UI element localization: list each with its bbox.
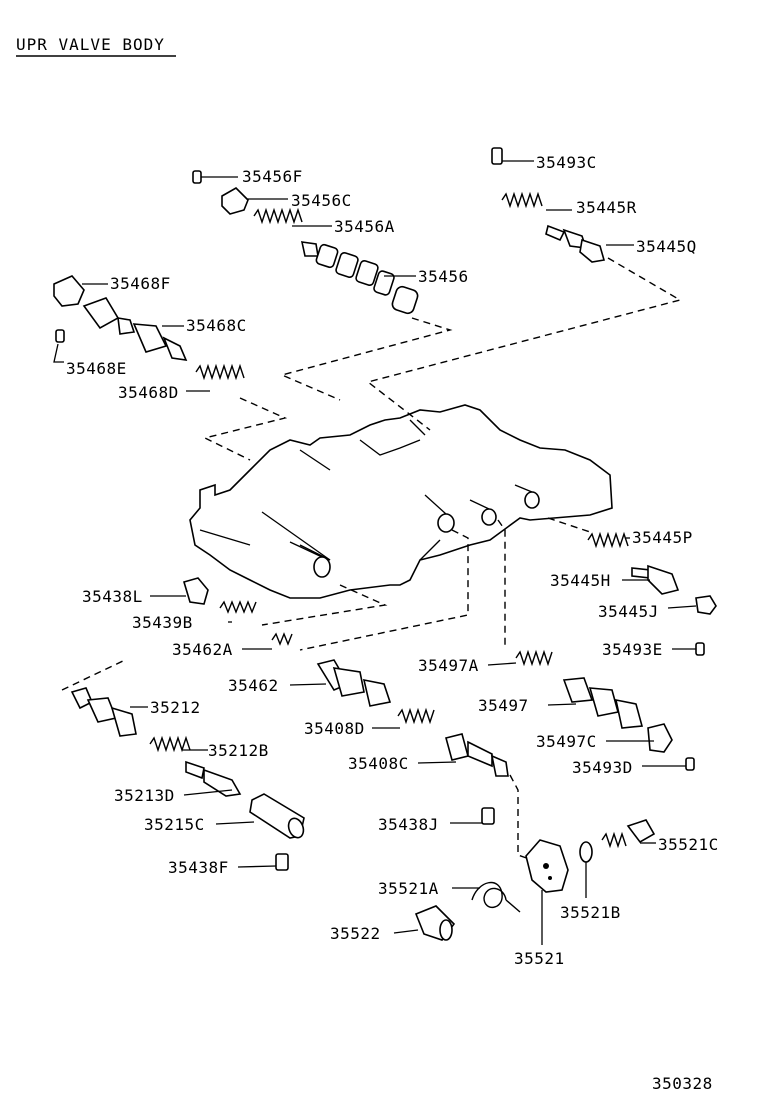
valve-assembly-35468 xyxy=(53,275,245,392)
label-35212: 35212 xyxy=(150,698,201,717)
part-35521B-icon xyxy=(579,841,593,863)
label-35462: 35462 xyxy=(228,676,279,695)
lever-assembly-35521 xyxy=(393,807,656,945)
label-35468F: 35468F xyxy=(110,274,171,293)
part-35445P-icon xyxy=(587,531,629,549)
label-35215C: 35215C xyxy=(144,815,205,834)
label-35456A: 35456A xyxy=(334,217,395,236)
part-35468D-icon xyxy=(195,363,245,381)
valve-assembly-35445 xyxy=(491,147,634,263)
label-35456F: 35456F xyxy=(242,167,303,186)
part-35521A-icon xyxy=(471,882,521,913)
label-35445J: 35445J xyxy=(598,602,659,621)
part-35521C-icon xyxy=(601,819,656,849)
valve-assembly-35456 xyxy=(192,170,419,315)
label-35493C: 35493C xyxy=(536,153,597,172)
label-35493D: 35493D xyxy=(572,758,633,777)
label-35445H: 35445H xyxy=(550,571,611,590)
part-35468E-icon xyxy=(55,329,65,343)
assembly-guide-lines xyxy=(61,257,682,861)
part-35468C-icon xyxy=(82,297,188,361)
label-35497A: 35497A xyxy=(418,656,479,675)
part-35408D-icon xyxy=(397,707,435,725)
part-35213D-icon xyxy=(185,760,242,797)
part-35212-icon xyxy=(70,687,137,737)
part-35439B-icon xyxy=(219,600,257,614)
drawing-number: 350328 xyxy=(652,1074,713,1093)
part-35493E-icon xyxy=(695,642,705,656)
label-35445R: 35445R xyxy=(576,198,637,217)
upper-valve-body-casting xyxy=(189,404,613,599)
label-35497C: 35497C xyxy=(536,732,597,751)
valve-assembly-35212 xyxy=(70,687,305,871)
valve-assembly-35445P xyxy=(587,531,717,656)
part-35438J-icon xyxy=(481,807,495,825)
label-35521A: 35521A xyxy=(378,879,439,898)
label-35439B: 35439B xyxy=(132,613,193,632)
label-35212B: 35212B xyxy=(208,741,269,760)
part-35438F-icon xyxy=(275,853,289,871)
label-35468D: 35468D xyxy=(118,383,179,402)
label-35521: 35521 xyxy=(514,949,565,968)
part-number-labels: 35456F 35456C 35456A 35456 35493C 35445R… xyxy=(66,153,719,968)
valve-assembly-35497 xyxy=(487,649,695,771)
label-35213D: 35213D xyxy=(114,786,175,805)
label-35497: 35497 xyxy=(478,696,529,715)
label-35456C: 35456C xyxy=(291,191,352,210)
part-35497A-icon xyxy=(515,649,553,667)
label-35438J: 35438J xyxy=(378,815,439,834)
part-35438L-icon xyxy=(183,577,209,605)
part-35445R-icon xyxy=(501,191,543,209)
part-35456-icon xyxy=(300,241,419,315)
part-35468F-icon xyxy=(53,275,85,307)
part-35215C-icon xyxy=(249,793,305,839)
diagram-title: UPR VALVE BODY xyxy=(16,35,165,54)
part-35445H-icon xyxy=(631,564,680,595)
valve-assembly-35462 xyxy=(150,577,509,777)
label-35468E: 35468E xyxy=(66,359,127,378)
label-35445P: 35445P xyxy=(632,528,693,547)
label-35521B: 35521B xyxy=(560,903,621,922)
label-35438F: 35438F xyxy=(168,858,229,877)
label-35445Q: 35445Q xyxy=(636,237,697,256)
part-35493C-icon xyxy=(491,147,503,165)
label-35521C: 35521C xyxy=(658,835,719,854)
part-35445Q-icon xyxy=(545,224,606,263)
part-35408C-icon xyxy=(445,733,509,777)
part-35462A-icon xyxy=(271,632,293,646)
label-35438L: 35438L xyxy=(82,587,143,606)
part-35493D-icon xyxy=(685,757,695,771)
part-35497C-icon xyxy=(647,723,673,753)
part-35462-icon xyxy=(316,659,392,707)
label-35462A: 35462A xyxy=(172,640,233,659)
label-35456: 35456 xyxy=(418,267,469,286)
label-35493E: 35493E xyxy=(602,640,663,659)
part-35456C-icon xyxy=(221,187,249,215)
part-35497-icon xyxy=(562,677,644,729)
label-35522: 35522 xyxy=(330,924,381,943)
part-35212B-icon xyxy=(149,735,191,753)
part-35445J-icon xyxy=(695,595,717,615)
label-35408C: 35408C xyxy=(348,754,409,773)
part-35521-icon xyxy=(525,839,569,893)
label-35408D: 35408D xyxy=(304,719,365,738)
label-35468C: 35468C xyxy=(186,316,247,335)
part-35456A-icon xyxy=(253,207,303,225)
part-35522-icon xyxy=(414,905,456,941)
part-35456F-icon xyxy=(192,170,202,184)
